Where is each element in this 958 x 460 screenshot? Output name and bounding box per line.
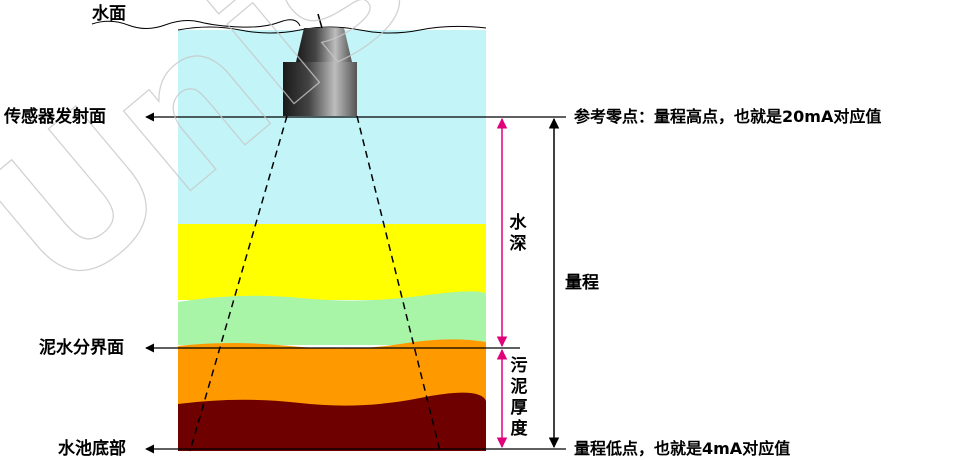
- water-surface-label: 水面: [92, 4, 126, 24]
- beam-left: [189, 115, 288, 452]
- water-depth-label: 水深: [509, 213, 527, 254]
- range-low-label: 量程低点，也就是4mA对应值: [574, 439, 791, 458]
- range-label: 量程: [565, 273, 599, 293]
- green-layer: [178, 291, 486, 345]
- bottom-layer: [178, 392, 486, 451]
- sensor-face-label: 传感器发射面: [4, 107, 106, 127]
- surface-wave: [91, 19, 301, 29]
- yellow-layer: [178, 224, 486, 300]
- pool-bottom-label: 水池底部: [58, 439, 126, 459]
- ultrasonic-sensor: [283, 13, 357, 116]
- orange-layer: [178, 339, 486, 406]
- water-surface-line: [177, 25, 487, 34]
- mud-interface-label: 泥水分界面: [39, 338, 124, 358]
- beam-right: [356, 115, 441, 452]
- reference-zero-label: 参考零点：量程高点，也就是20mA对应值: [574, 107, 882, 126]
- sludge-thickness-label: 污泥厚度: [510, 356, 528, 439]
